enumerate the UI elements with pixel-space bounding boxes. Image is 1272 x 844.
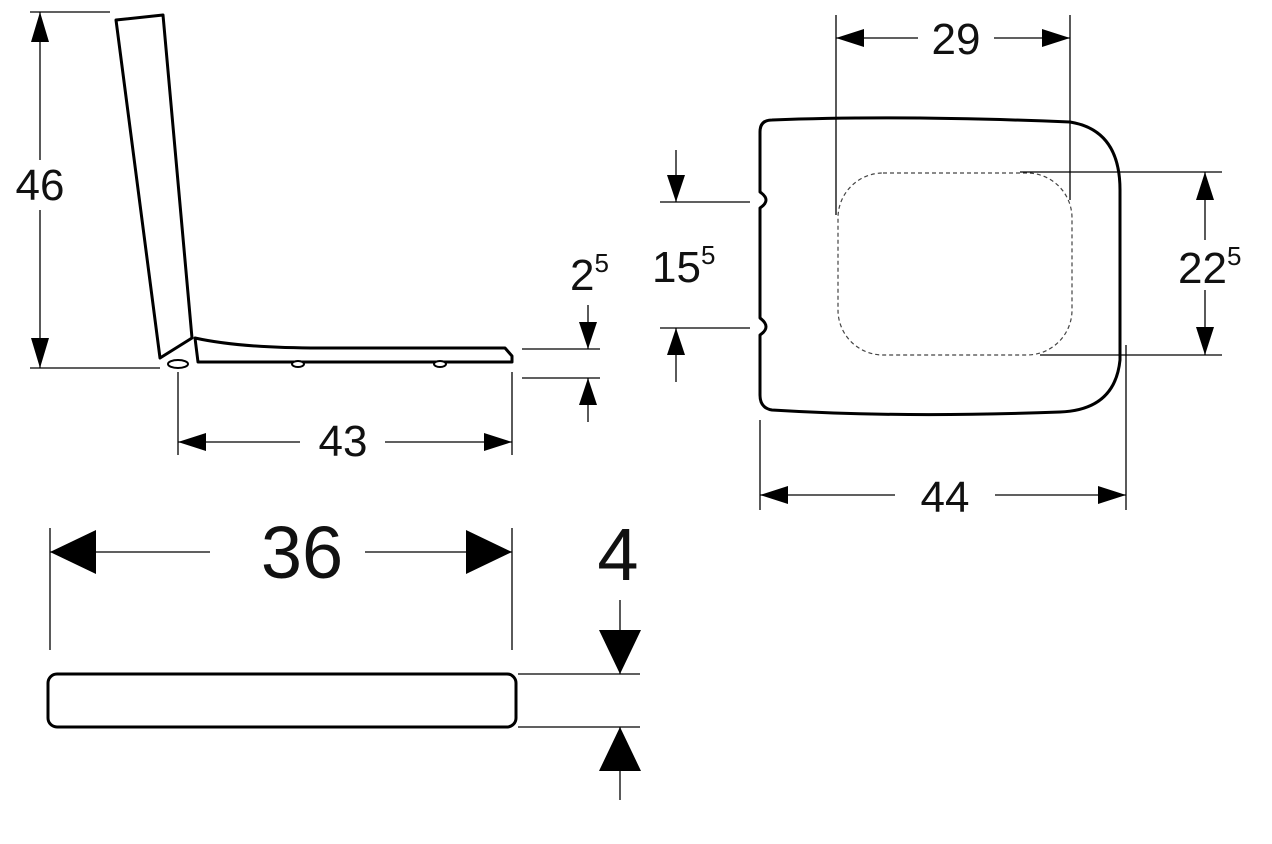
dimension-opening-width: 29 [835, 12, 1071, 215]
label-43: 43 [319, 417, 368, 466]
dimension-seat-width: 44 [759, 345, 1127, 522]
label-46: 46 [16, 161, 65, 210]
lid-outline [46, 672, 518, 729]
label-2-5: 25 [570, 248, 609, 300]
dimension-seat-thickness: 25 [522, 248, 609, 422]
dimension-hinge-spacing: 155 [652, 150, 750, 382]
label-36: 36 [261, 511, 343, 594]
side-view: 46 43 25 [10, 11, 609, 466]
seat-side-profile [193, 336, 514, 364]
top-view: 29 155 225 [652, 12, 1255, 522]
dimension-seat-depth: 43 [177, 372, 513, 466]
dimension-lid-thickness: 4 [518, 513, 641, 800]
label-22-5: 225 [1178, 241, 1241, 293]
lid-side-profile [114, 13, 194, 360]
seat-opening-outline [837, 172, 1073, 356]
dimension-lid-height: 46 [10, 11, 160, 369]
label-44: 44 [921, 473, 970, 522]
label-4: 4 [597, 513, 638, 596]
lid-view: 36 4 [46, 510, 641, 800]
seat-top-outline [758, 116, 1122, 417]
label-15-5: 155 [652, 240, 715, 292]
dimension-lid-length: 36 [49, 510, 513, 650]
dimension-opening-length: 225 [1020, 171, 1255, 356]
label-29: 29 [932, 15, 981, 64]
